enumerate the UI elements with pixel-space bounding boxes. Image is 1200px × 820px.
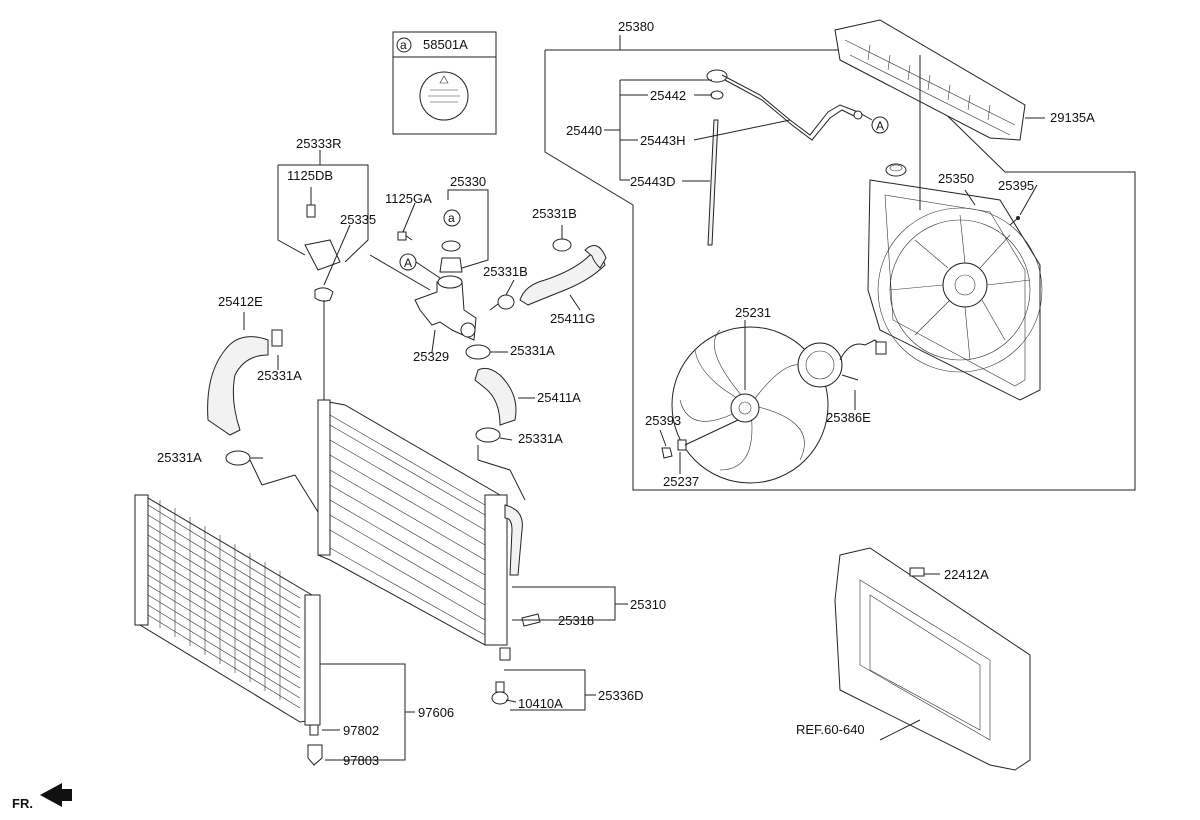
label-97803: 97803 (343, 753, 379, 768)
label-29135A: 29135A (1050, 110, 1095, 125)
label-25331B-lower: 25331B (483, 264, 528, 279)
label-25331A-hose: 25331A (157, 450, 202, 465)
cooling-fan-blade (671, 320, 829, 484)
part-number-labels: 25380 29135A 25442 25440 25443H 25443D 2… (12, 19, 1095, 811)
fan-nut-clip (661, 419, 739, 459)
label-25393: 25393 (645, 413, 681, 428)
label-25442: 25442 (650, 88, 686, 103)
label-25330: 25330 (450, 174, 486, 189)
label-10410A: 10410A (518, 696, 563, 711)
fan-shroud (867, 55, 1043, 401)
label-25231: 25231 (735, 305, 771, 320)
marker-A-hose: A (876, 119, 884, 133)
label-25411G: 25411G (550, 311, 595, 326)
radiator-leaders (504, 586, 628, 711)
front-direction-arrow (40, 783, 72, 807)
label-25331B-upper: 25331B (532, 206, 577, 221)
shroud-top-bracket (834, 19, 1045, 141)
label-25318: 25318 (558, 613, 594, 628)
label-25331A-filler: 25331A (510, 343, 555, 358)
filler-neck-assembly (369, 189, 489, 353)
label-25335: 25335 (340, 212, 376, 227)
marker-A-neck: A (404, 256, 412, 270)
marker-a-cap: a (448, 211, 455, 225)
label-25411A: 25411A (537, 390, 581, 405)
label-25329: 25329 (413, 349, 449, 364)
upper-radiator-hose (519, 245, 607, 311)
label-25310: 25310 (630, 597, 666, 612)
label-25443H: 25443H (640, 133, 686, 148)
radiator (317, 399, 541, 705)
label-22412A: 22412A (944, 567, 989, 582)
label-25336D: 25336D (598, 688, 644, 703)
label-25333R: 25333R (296, 136, 342, 151)
label-97802: 97802 (343, 723, 379, 738)
label-25395: 25395 (998, 178, 1034, 193)
label-25443D: 25443D (630, 174, 676, 189)
label-25331A-lower: 25331A (518, 431, 563, 446)
upper-mount-bracket (277, 150, 369, 400)
label-25331A-left: 25331A (257, 368, 302, 383)
front-end-carrier (834, 547, 1031, 771)
ac-condenser (134, 494, 415, 766)
label-1125DB: 1125DB (287, 168, 333, 183)
hose-clamp-25331B (489, 225, 572, 311)
marker-a-label-box: a (400, 38, 407, 52)
label-25237: 25237 (663, 474, 699, 489)
reservoir-hose-assembly (706, 69, 873, 246)
reservoir-hose-25412E (207, 312, 319, 513)
label-25440: 25440 (566, 123, 602, 138)
caution-label-box (392, 31, 497, 135)
lower-radiator-hose (465, 344, 526, 501)
label-fr: FR. (12, 796, 33, 811)
label-1125GA: 1125GA (385, 191, 432, 206)
label-25380: 25380 (618, 19, 654, 34)
fan-motor (797, 339, 887, 410)
label-25350: 25350 (938, 171, 974, 186)
label-ref-60-640: REF.60-640 (796, 722, 865, 737)
label-25412E: 25412E (218, 294, 263, 309)
label-25386E: 25386E (826, 410, 871, 425)
label-97606: 97606 (418, 705, 454, 720)
label-leaders (250, 79, 1038, 474)
label-58501A: 58501A (423, 37, 468, 52)
